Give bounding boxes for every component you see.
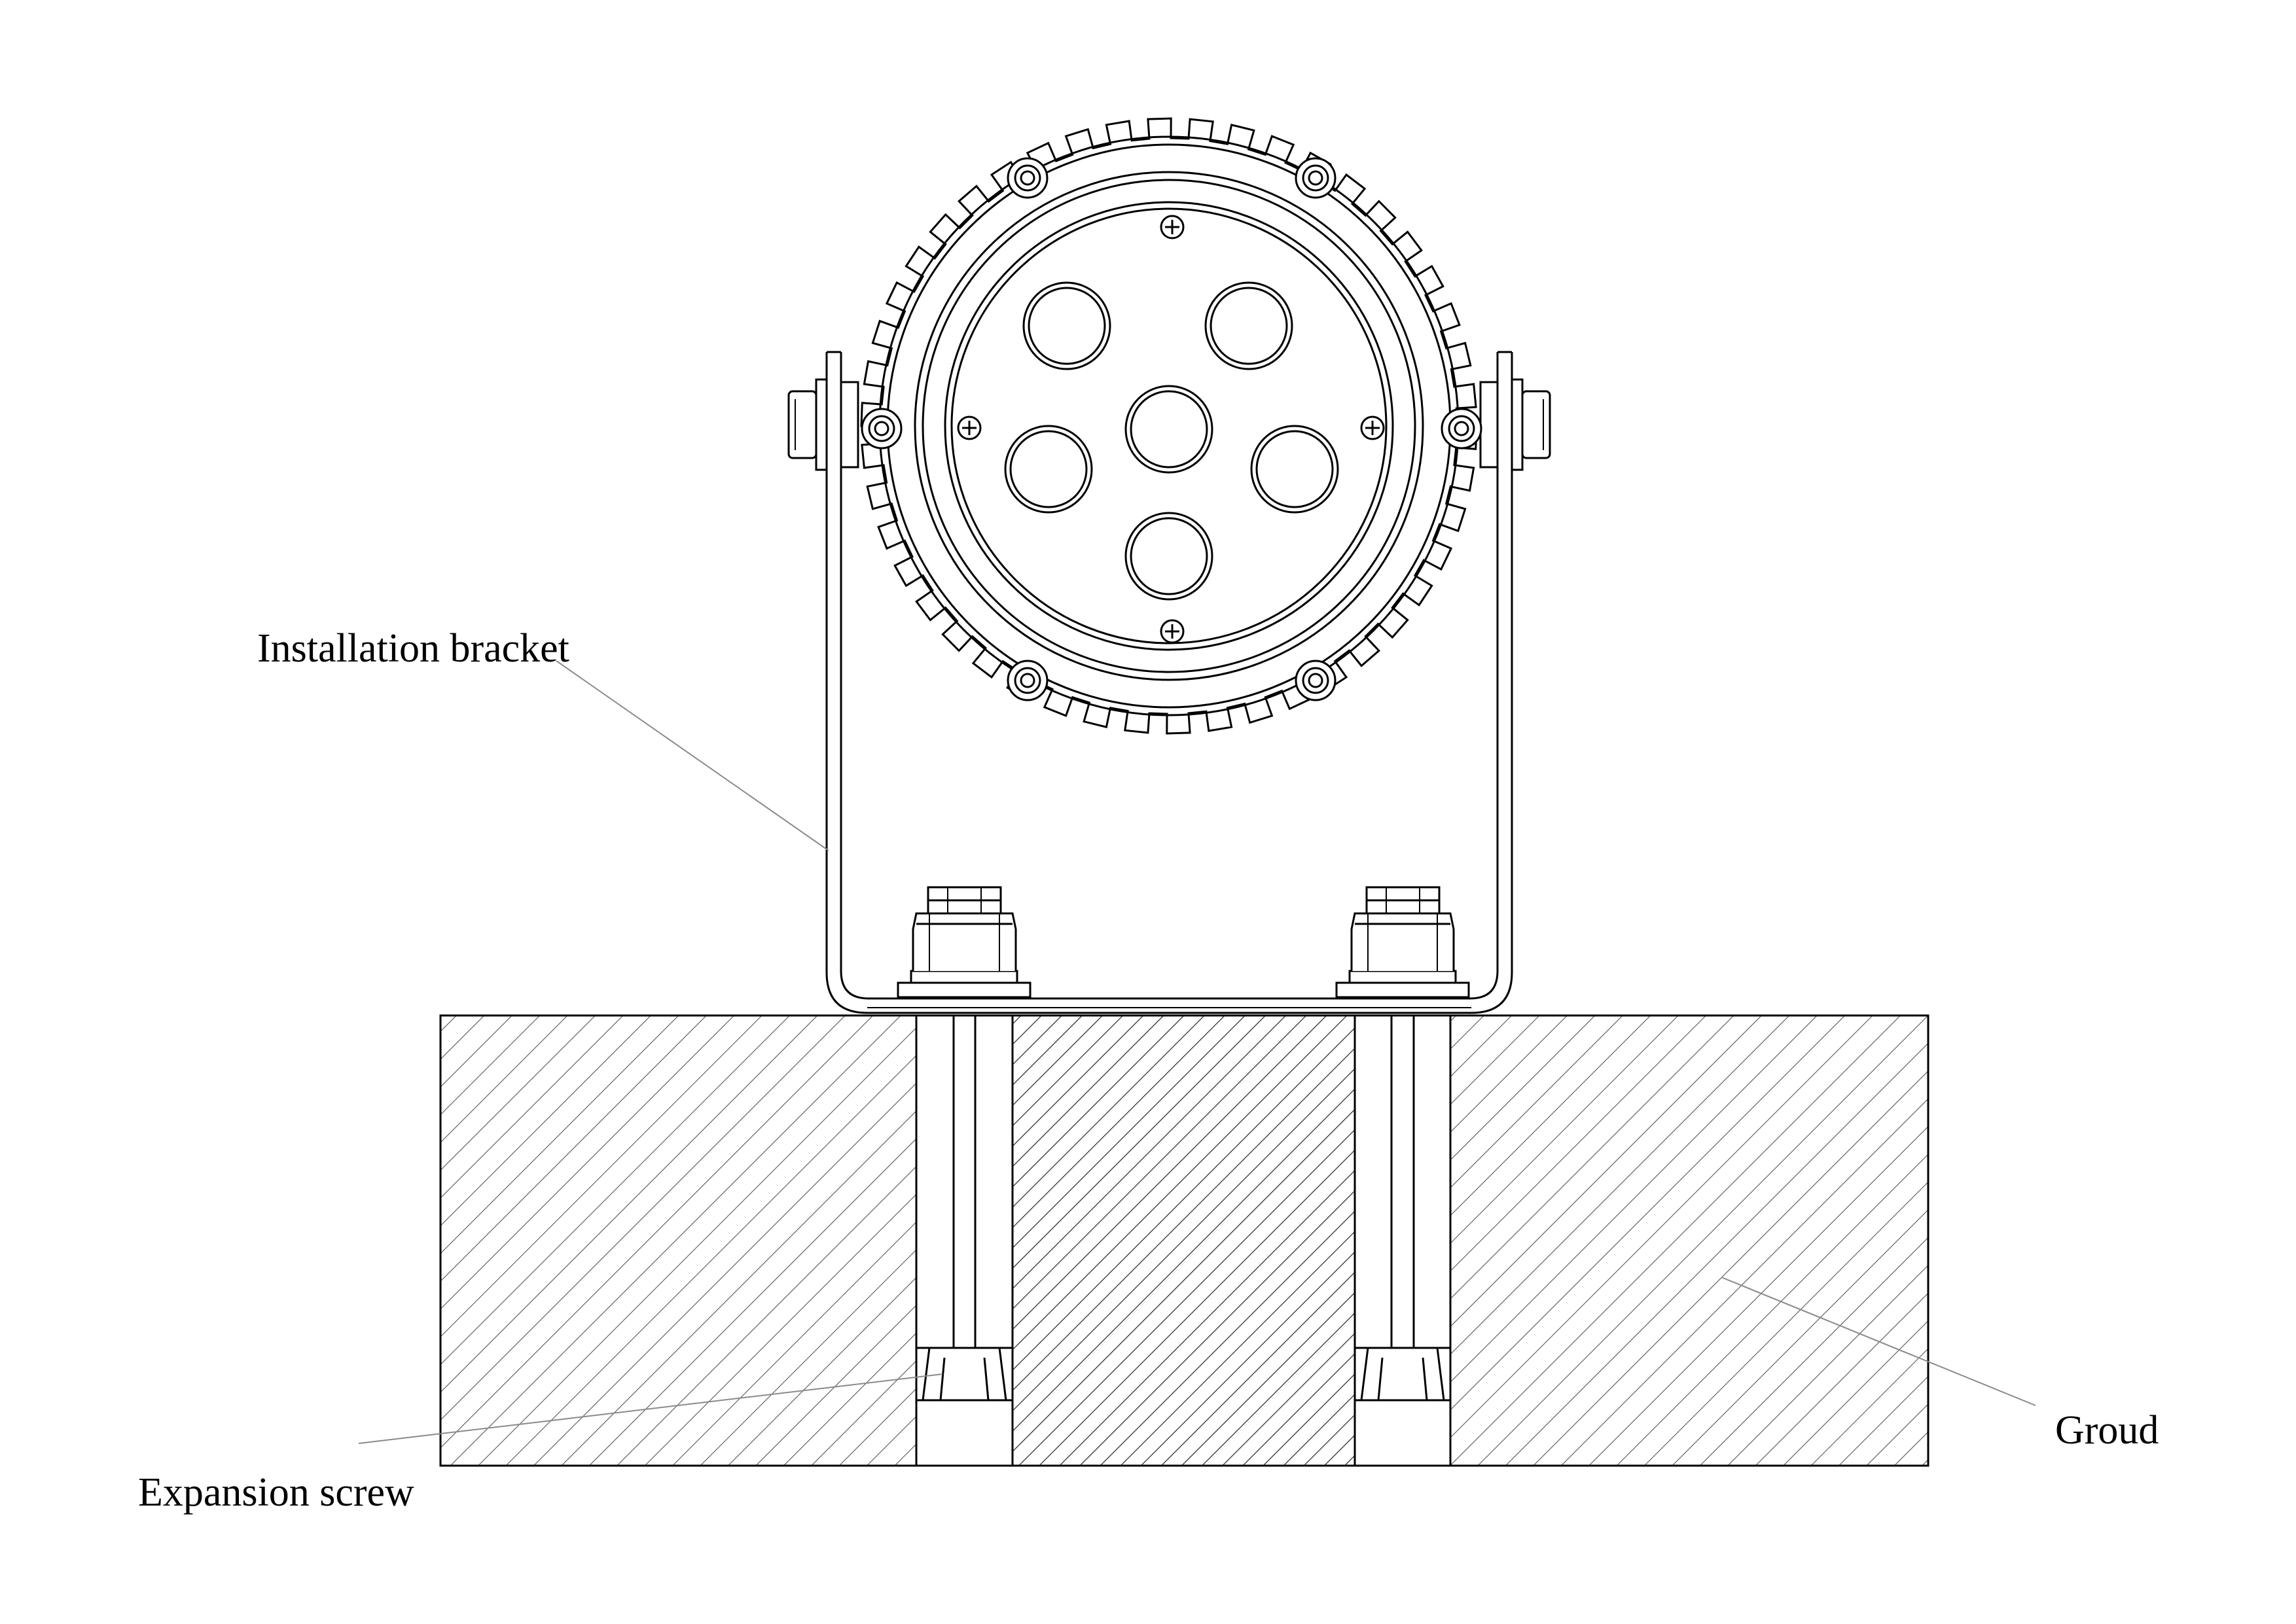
leader-ground bbox=[1721, 1277, 2036, 1406]
ground-label: Groud bbox=[2055, 1408, 2159, 1453]
expansion-screw-left bbox=[916, 1015, 1013, 1402]
cover-screw-right bbox=[1360, 415, 1385, 440]
led-top-left bbox=[1022, 281, 1111, 370]
pivot-bolt-left bbox=[787, 378, 859, 471]
leader-lines bbox=[358, 660, 2036, 1444]
housing-bolt bbox=[1007, 157, 1049, 199]
led-center bbox=[1124, 385, 1213, 474]
expansion-screw-right bbox=[1355, 1015, 1450, 1402]
installation-bracket-label: Installation bracket bbox=[257, 626, 569, 671]
leader-installation-bracket bbox=[556, 660, 829, 851]
led-bottom bbox=[1124, 512, 1213, 601]
housing-bolt bbox=[1295, 660, 1336, 701]
led-top-right bbox=[1204, 281, 1293, 370]
cover-screw-bottom bbox=[1160, 619, 1185, 644]
anchor-nut-left bbox=[897, 886, 1031, 998]
housing-bolts bbox=[861, 157, 1482, 701]
housing-bolt bbox=[861, 408, 903, 450]
expansion-screw-label: Expansion screw bbox=[138, 1470, 414, 1515]
leader-expansion-screw bbox=[358, 1373, 943, 1444]
pivot-bolt-right bbox=[1479, 378, 1551, 471]
led-right bbox=[1250, 425, 1339, 514]
housing-bolt bbox=[1295, 157, 1336, 199]
led-array bbox=[1004, 281, 1339, 601]
led-left bbox=[1004, 425, 1093, 514]
cover-screw-left bbox=[957, 415, 982, 440]
cover-screw-top bbox=[1160, 215, 1185, 239]
anchor-nut-right bbox=[1335, 886, 1470, 998]
housing-bolt bbox=[1007, 660, 1049, 701]
ground-block bbox=[439, 1014, 1929, 1467]
installation-bracket bbox=[825, 351, 1513, 1014]
cover-screws bbox=[957, 215, 1385, 644]
housing-bolt bbox=[1441, 408, 1482, 450]
